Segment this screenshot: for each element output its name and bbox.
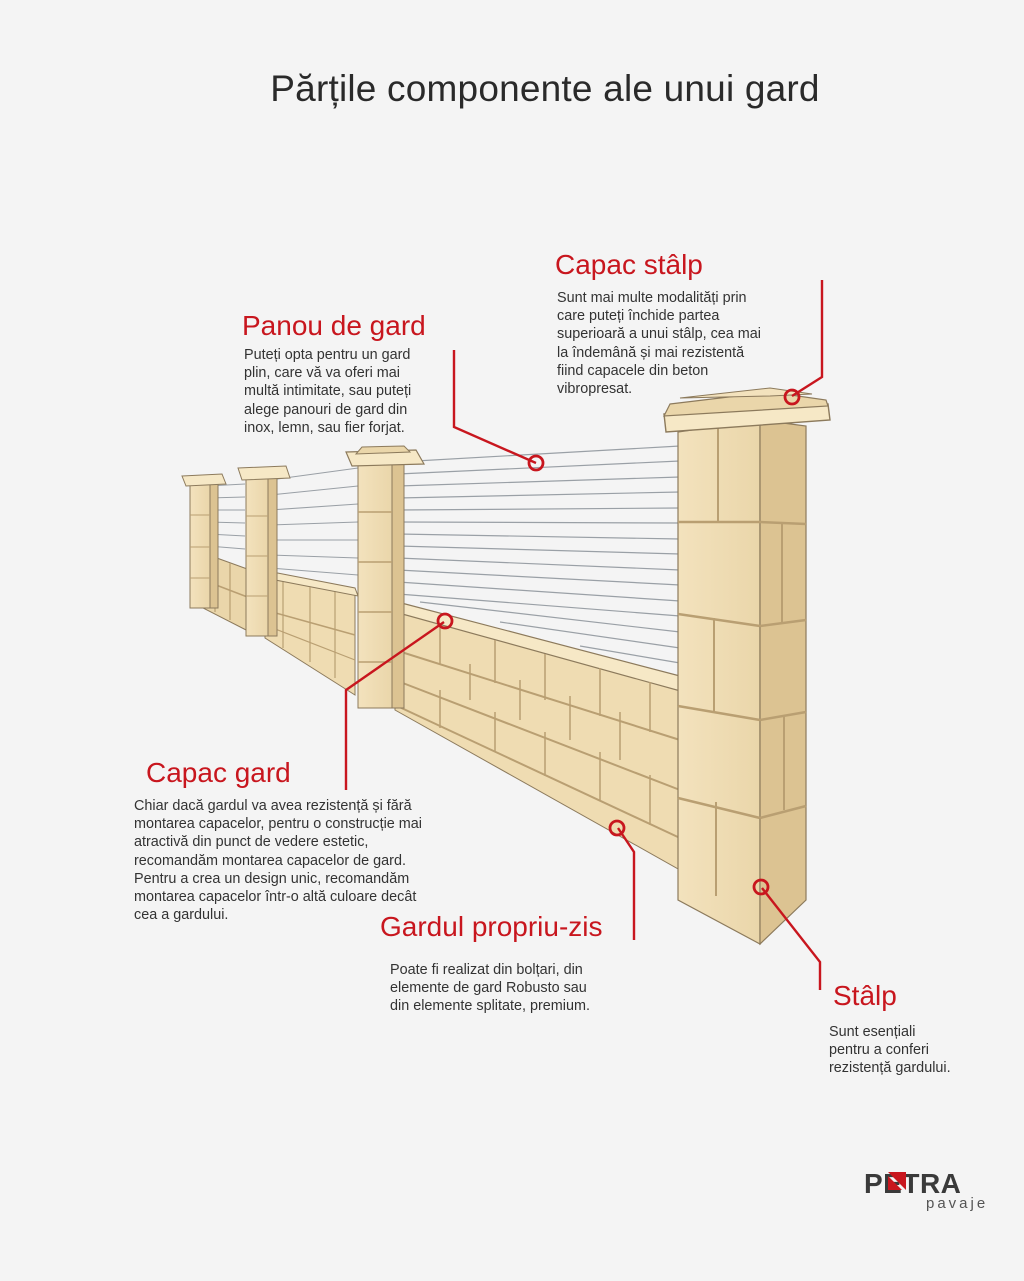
desc-line: inox, lemn, sau fier forjat. <box>244 419 405 436</box>
far-panels <box>207 467 359 576</box>
pillar-front <box>662 387 831 946</box>
desc-line: plin, care vă va oferi mai <box>244 365 400 382</box>
logo-name: PETRA <box>864 1168 962 1199</box>
marker-capac-gard <box>436 612 454 630</box>
desc-line: la îndemână și mai rezistentă <box>557 344 745 361</box>
desc-line: vibropresat. <box>557 381 633 398</box>
pillar-middle <box>345 445 426 709</box>
desc-capac-gard: Chiar dacă gardul va avea rezistență și … <box>134 797 422 924</box>
far-wall <box>202 552 359 696</box>
desc-line: Sunt esențiali <box>829 1024 916 1040</box>
desc-line: superioară a unui stâlp, cea mai <box>557 326 761 343</box>
heading-gardul-propriu-zis: Gardul propriu-zis <box>380 911 603 942</box>
heading-panou-de-gard: Panou de gard <box>242 310 426 341</box>
desc-line: Chiar dacă gardul va avea rezistență și … <box>134 798 412 814</box>
leader-capac-stalp <box>791 280 824 398</box>
petra-pavaje-logo: PETRA pavaje <box>864 1168 994 1212</box>
heading-stalp: Stâlp <box>833 980 897 1011</box>
leader-stalp <box>761 887 822 990</box>
desc-line: care puteți închide partea <box>557 308 720 325</box>
desc-line: Poate fi realizat din bolțari, din <box>390 962 583 978</box>
desc-line: multă intimitate, sau puteți <box>244 383 412 400</box>
pillar-far-2 <box>237 465 291 637</box>
desc-line: Puteți opta pentru un gard <box>244 347 411 363</box>
desc-line: atractivă din punct de vedere estetic, <box>134 834 369 851</box>
callout-markers <box>436 388 801 896</box>
callout-leaders <box>344 280 824 990</box>
heading-capac-stalp: Capac stâlp <box>555 249 703 280</box>
main-panels <box>397 445 681 664</box>
desc-line: cea a gardului. <box>134 907 229 924</box>
desc-gardul-propriu-zis: Poate fi realizat din bolțari, din eleme… <box>390 961 590 1016</box>
desc-line: montarea capacelor, pentru o construcție… <box>134 816 422 833</box>
marker-panou <box>527 454 545 472</box>
desc-line: fiind capacele din beton <box>557 362 709 379</box>
main-wall <box>388 599 685 871</box>
desc-line: Sunt mai multe modalități prin <box>557 290 747 306</box>
desc-stalp: Sunt esențiali pentru a conferi rezisten… <box>829 1023 951 1078</box>
pillar-far-1 <box>181 473 227 609</box>
desc-line: recomandăm montarea capacelor de gard. <box>134 852 406 869</box>
page-title: Părțile componente ale unui gard <box>270 68 820 109</box>
marker-stalp <box>752 878 770 896</box>
desc-line: elemente de gard Robusto sau <box>390 980 587 997</box>
leader-gardul <box>617 827 636 940</box>
desc-line: Pentru a crea un design unic, recomandăm <box>134 870 410 887</box>
logo-sub: pavaje <box>926 1195 989 1212</box>
leader-capac-gard <box>344 621 445 790</box>
desc-line: pentru a conferi <box>829 1042 929 1059</box>
desc-line: din elemente splitate, premium. <box>390 998 590 1015</box>
marker-capac-stalp <box>783 388 801 406</box>
marker-gardul <box>608 819 626 837</box>
desc-line: rezistență gardului. <box>829 1060 951 1077</box>
logo-mark-icon <box>888 1172 906 1190</box>
leader-panou <box>452 350 537 465</box>
desc-panou-de-gard: Puteți opta pentru un gard plin, care vă… <box>244 346 411 437</box>
desc-line: alege panouri de gard din <box>244 401 408 418</box>
desc-capac-stalp: Sunt mai multe modalități prin care pute… <box>557 289 761 398</box>
desc-line: montarea capacelor într-o altă culoare d… <box>134 889 417 906</box>
heading-capac-gard: Capac gard <box>146 757 291 788</box>
